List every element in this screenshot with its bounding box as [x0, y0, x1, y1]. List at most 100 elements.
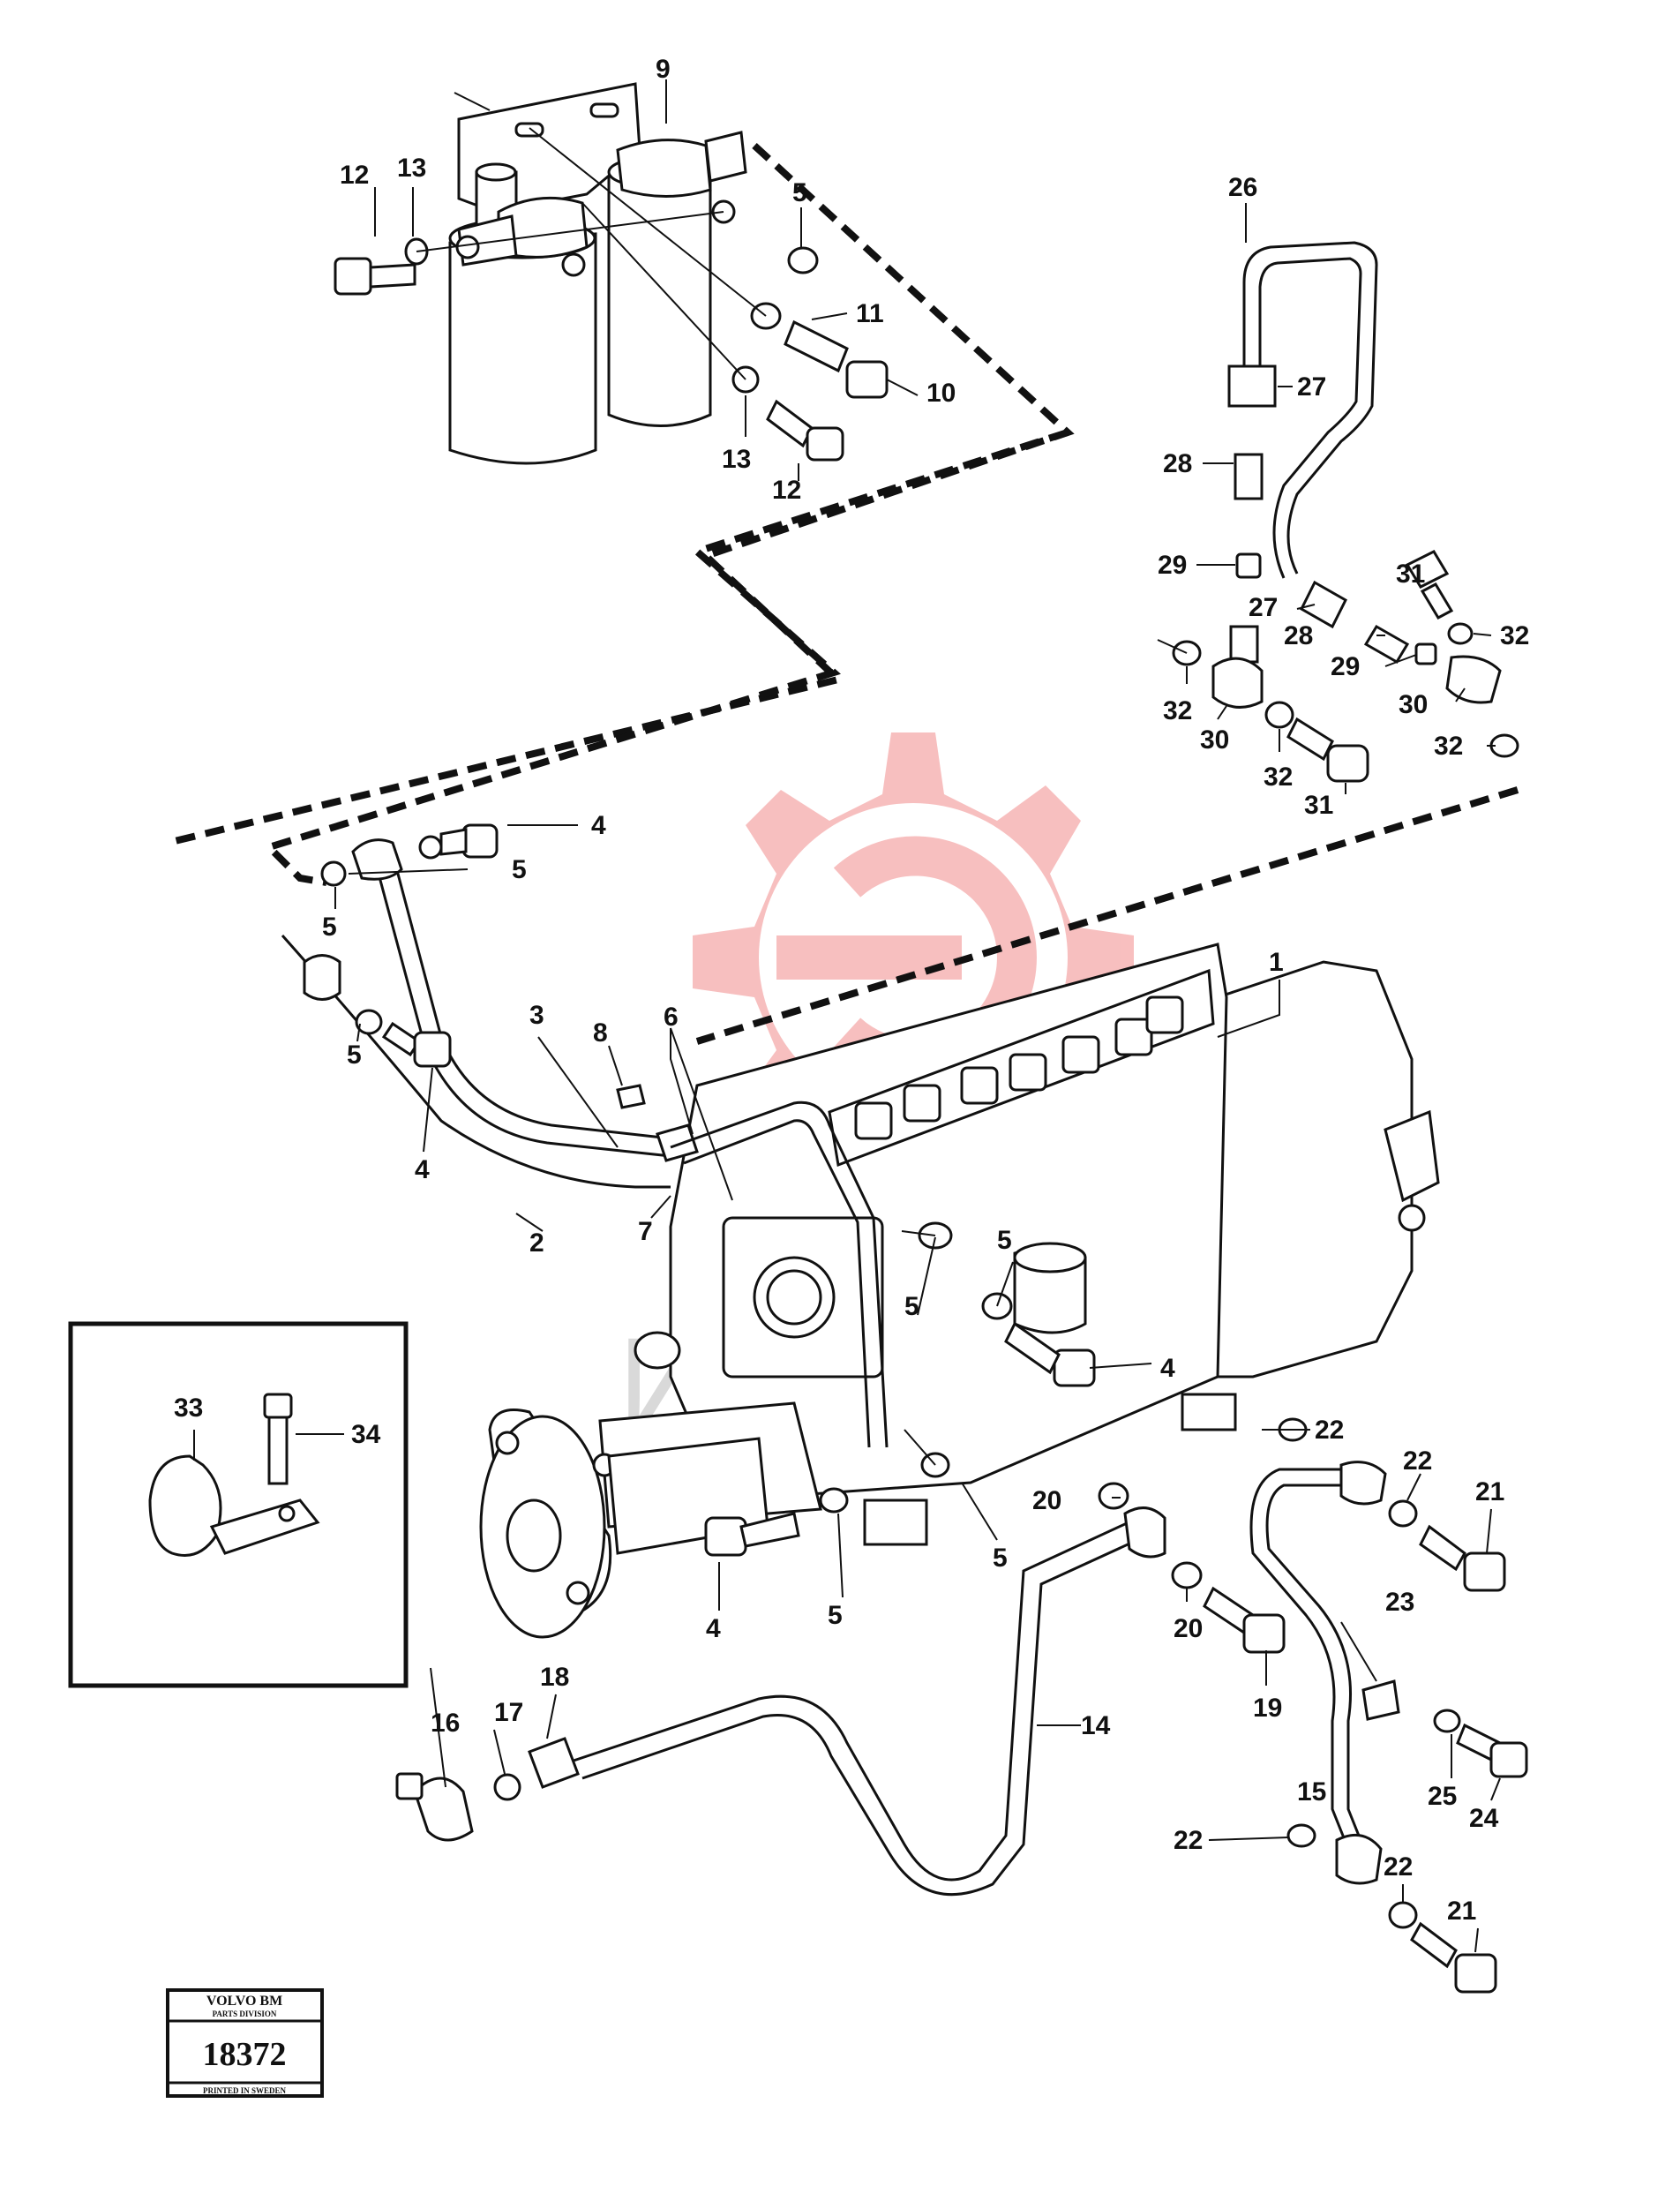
nut-27-icon [1227, 364, 1277, 408]
banjo-30-icon [1211, 657, 1264, 709]
callout-5h: 5 [828, 1601, 843, 1630]
callout-12b: 12 [772, 476, 801, 505]
stamp-brand: VOLVO BM [206, 1994, 282, 2009]
callout-24: 24 [1469, 1804, 1499, 1833]
callout-25: 25 [1428, 1782, 1457, 1811]
callout-5g: 5 [993, 1544, 1008, 1573]
callout-4d: 4 [706, 1614, 721, 1643]
nut-18-icon [528, 1737, 580, 1789]
bolt-4-mid-icon [1053, 1348, 1096, 1387]
callout-28a: 28 [1163, 449, 1192, 478]
lower-pipe-14 [395, 1482, 1286, 1897]
nut-27b-icon [1300, 580, 1347, 629]
callout-30a: 30 [1200, 725, 1229, 755]
nut-8-icon [616, 1084, 646, 1109]
callout-29b: 29 [1331, 652, 1360, 681]
callout-1: 1 [1269, 948, 1284, 977]
bolt-31-icon [1326, 744, 1369, 783]
callout-22a: 22 [1315, 1416, 1344, 1445]
bolt-4-left-icon [413, 1031, 452, 1068]
washer-22c-icon [1286, 1823, 1316, 1848]
inset-clip-detail [68, 1321, 409, 1688]
ferrule-29-icon [1235, 552, 1262, 579]
callout-30b: 30 [1399, 690, 1428, 719]
callout-27b: 27 [1249, 593, 1278, 622]
callout-32a: 32 [1500, 621, 1529, 650]
callout-20a: 20 [1032, 1486, 1061, 1515]
callout-4a: 4 [591, 811, 606, 840]
washer-20b-icon [1171, 1561, 1203, 1589]
callout-12a: 12 [340, 161, 369, 190]
callout-11: 11 [856, 299, 884, 328]
callout-22c: 22 [1174, 1826, 1203, 1855]
elbow-16-icon [413, 1777, 474, 1842]
callout-32c: 32 [1264, 762, 1293, 792]
washer-25-icon [1433, 1709, 1461, 1733]
return-pipe-15 [1249, 1417, 1528, 1994]
callout-15: 15 [1297, 1777, 1326, 1807]
callout-22d: 22 [1384, 1852, 1413, 1882]
fuel-filter-assembly [334, 82, 889, 465]
bolt-10-icon [845, 360, 889, 399]
sleeve-28b-icon [1363, 624, 1410, 665]
callout-3: 3 [529, 1001, 544, 1030]
callout-5b: 5 [512, 855, 527, 884]
callout-5e: 5 [997, 1226, 1012, 1255]
callout-8: 8 [593, 1018, 608, 1048]
callout-20b: 20 [1174, 1614, 1203, 1643]
callout-23: 23 [1385, 1588, 1414, 1617]
bolt-34-icon [263, 1393, 293, 1419]
washer-22d-icon [1388, 1901, 1418, 1929]
callout-5f: 5 [904, 1292, 919, 1321]
callout-26: 26 [1228, 173, 1257, 202]
callout-labels: 1 2 3 4 4 4 4 5 5 5 5 5 5 5 5 6 7 8 9 10… [174, 55, 1529, 1926]
callout-5a: 5 [792, 178, 807, 207]
callout-28b: 28 [1284, 621, 1313, 650]
callout-2: 2 [529, 1228, 544, 1258]
callout-13b: 13 [722, 445, 751, 474]
stamp-division: PARTS DIVISION [213, 2009, 277, 2018]
pipes-2-3 [281, 823, 699, 1189]
callout-21b: 21 [1447, 1897, 1476, 1926]
callout-5c: 5 [322, 913, 337, 942]
washer-32b-icon [1264, 701, 1294, 729]
callout-18: 18 [540, 1663, 569, 1692]
washer-20-icon [1098, 1482, 1129, 1510]
washer-5-icon [787, 246, 819, 274]
banjo-30b-icon [1445, 655, 1502, 704]
bolt-21b-icon [1454, 1953, 1497, 1994]
bolt-4-top-icon [461, 823, 499, 859]
ferrule-17-icon [493, 1773, 521, 1801]
bolt-31b-icon [1405, 550, 1450, 589]
callout-33: 33 [174, 1393, 203, 1423]
washer-22-icon [1388, 1499, 1418, 1528]
callout-13a: 13 [397, 154, 426, 183]
callout-16: 16 [431, 1709, 460, 1738]
banjo-stem-icon [1229, 625, 1259, 664]
bolt-21-icon [1463, 1551, 1506, 1592]
callout-14: 14 [1081, 1711, 1111, 1740]
bolt-19-icon [1242, 1613, 1286, 1654]
stamp-number: 18372 [203, 2036, 287, 2073]
clamp-23-icon [1361, 1679, 1400, 1721]
clamp-6-icon [656, 1123, 699, 1162]
bolt-12b-icon [806, 426, 844, 462]
pump-feed-pipes [670, 1101, 1096, 1557]
callout-19: 19 [1253, 1694, 1282, 1723]
stamp-printed: PRINTED IN SWEDEN [203, 2086, 287, 2095]
callout-32b: 32 [1163, 696, 1192, 725]
callout-31b: 31 [1304, 791, 1333, 820]
callout-31a: 31 [1396, 560, 1425, 589]
bolt-4-bottom-icon [704, 1516, 747, 1557]
callout-34: 34 [351, 1420, 381, 1449]
callout-7: 7 [638, 1217, 653, 1246]
callout-5d: 5 [347, 1040, 362, 1070]
callout-22b: 22 [1403, 1446, 1432, 1476]
volvo-bm-stamp: VOLVO BM PARTS DIVISION 18372 PRINTED IN… [166, 1988, 324, 2098]
sleeve-28-icon [1234, 453, 1264, 500]
callout-4c: 4 [1160, 1354, 1175, 1383]
callout-6: 6 [664, 1003, 679, 1032]
dashed-fuel-line [167, 143, 1519, 1045]
